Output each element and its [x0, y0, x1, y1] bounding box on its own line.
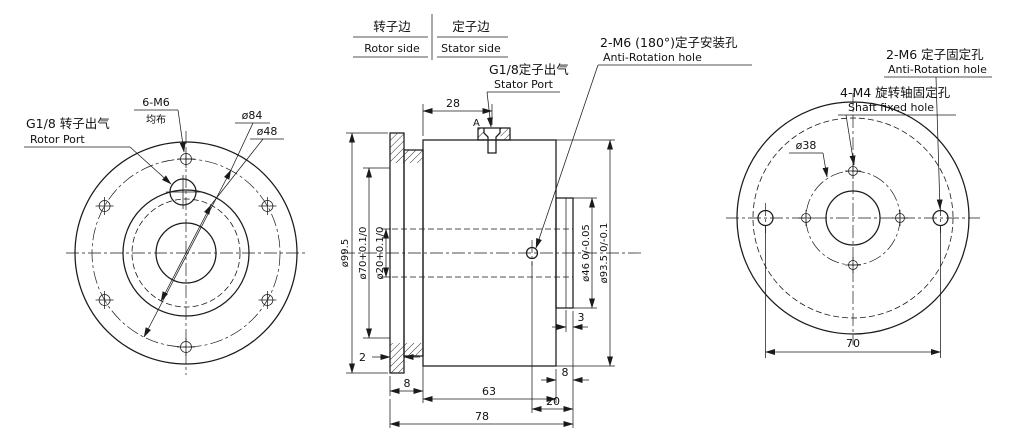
dim-28: 28 — [422, 97, 493, 136]
dim-8-left: 8 — [389, 359, 424, 403]
rotor-side-label-en: Rotor side — [364, 42, 420, 55]
bolt-holes-6xM6 — [95, 150, 277, 356]
hidden-bore-lines — [392, 228, 573, 278]
bolt-pattern-leader — [177, 109, 186, 153]
stator-spigot — [555, 197, 574, 309]
anti-rotation-label-en: Anti-Rotation hole — [603, 51, 702, 64]
dia48-text: ø48 — [257, 125, 278, 138]
dia-20-dimension: ø20+0.1/0 — [375, 227, 391, 280]
right-view: ø38 4-M4 旋转轴固定孔 Shaft fixed hole 2-M6 定子… — [726, 47, 992, 358]
dim-3: 3 — [552, 310, 588, 332]
dia-20-text: ø20+0.1/0 — [375, 227, 386, 280]
rotor-port-hole — [166, 175, 200, 209]
bolt-pattern-label-text: 6-M6 — [142, 96, 169, 109]
dia38-dimension: ø38 — [789, 139, 829, 178]
dim-8-right: 8 — [541, 366, 589, 383]
dim-20-text: 20 — [546, 395, 560, 408]
dia-70-text: ø70+0.1/0 — [358, 227, 369, 280]
rotor-side-label-cn: 转子边 — [373, 19, 411, 34]
dia-99-5-dimension: ø99.5 — [340, 132, 388, 374]
stator-port-section: A — [473, 118, 511, 154]
port-boss — [477, 127, 511, 141]
bolt-pattern-label: 6-M6 均布 — [134, 96, 186, 153]
stator-fix-label-en: Anti-Rotation hole — [888, 63, 987, 76]
dim-8-right-text: 8 — [562, 366, 569, 379]
dia-93-5-dimension: ø93.5 0/-0.1 — [556, 139, 615, 367]
left-view: G1/8 转子出气 Rotor Port 6-M6 均布 ø84 ø48 — [24, 96, 306, 375]
dim-70-text: 70 — [846, 337, 860, 350]
anti-rotation-label: 2-M6 (180°)定子安装孔 Anti-Rotation hole — [535, 35, 752, 249]
dim-8-left-text: 8 — [404, 377, 411, 390]
stator-side-label-cn: 定子边 — [452, 19, 490, 34]
dia-93-5-text: ø93.5 0/-0.1 — [599, 223, 610, 284]
front-view: A 28 2 8 63 — [340, 35, 752, 428]
shaft-fix-label: 4-M4 旋转轴固定孔 Shaft fixed hole — [838, 85, 956, 166]
shaft-fix-holes-4xM4 — [798, 163, 908, 273]
dia48-dimension: ø48 — [160, 125, 284, 302]
stator-port-label-en: Stator Port — [494, 78, 554, 91]
dim-63: 63 — [422, 369, 557, 403]
rotor-port-label-en: Rotor Port — [30, 133, 85, 146]
datum-label: A — [473, 118, 480, 129]
shaft-fix-label-cn: 4-M4 旋转轴固定孔 — [840, 85, 951, 100]
stator-port-label: G1/8定子出气 Stator Port — [486, 62, 569, 128]
dim-3-text: 3 — [578, 311, 585, 324]
anti-rotation-hole — [525, 240, 539, 266]
flange-outer-circle — [74, 141, 298, 365]
stator-outer-circle — [736, 101, 970, 335]
dim-2: 2 — [359, 351, 420, 364]
rotor-port-leader — [129, 146, 172, 185]
section-hatching — [390, 133, 423, 373]
dia-46-text: ø46 0/-0.05 — [581, 224, 592, 282]
stator-side-label-en: Stator side — [441, 42, 501, 55]
dia84-text: ø84 — [242, 109, 263, 122]
shaft-fix-label-en: Shaft fixed hole — [848, 101, 934, 114]
stator-port-label-cn: G1/8定子出气 — [489, 62, 569, 77]
dim-78: 78 — [389, 399, 574, 428]
stator-fix-label: 2-M6 定子固定孔 Anti-Rotation hole — [884, 47, 992, 210]
stator-fix-label-cn: 2-M6 定子固定孔 — [886, 47, 984, 62]
dim-2-text: 2 — [359, 351, 366, 364]
side-header: 转子边 Rotor side 定子边 Stator side — [353, 14, 508, 60]
rotor-port-label-cn: G1/8 转子出气 — [26, 116, 110, 131]
anti-rotation-label-cn: 2-M6 (180°)定子安装孔 — [600, 35, 738, 50]
port-bore — [483, 128, 501, 154]
dia-99-5-text: ø99.5 — [340, 239, 351, 267]
dim-78-text: 78 — [475, 410, 489, 423]
dim-63-text: 63 — [482, 385, 496, 398]
right-view-centerlines — [726, 93, 980, 345]
dim-20: 20 — [531, 261, 574, 428]
dim-28-text: 28 — [446, 97, 460, 110]
shaft-bore — [825, 190, 881, 246]
dia-70-dimension: ø70+0.1/0 — [358, 167, 390, 339]
dia38-text: ø38 — [796, 139, 817, 152]
rotor-port-label: G1/8 转子出气 Rotor Port — [24, 116, 172, 185]
stator-hidden-circle — [752, 117, 954, 319]
bolt-pattern-note: 均布 — [146, 114, 166, 126]
dia-46-dimension: ø46 0/-0.05 — [573, 197, 597, 309]
dim-70: 70 — [765, 226, 941, 358]
